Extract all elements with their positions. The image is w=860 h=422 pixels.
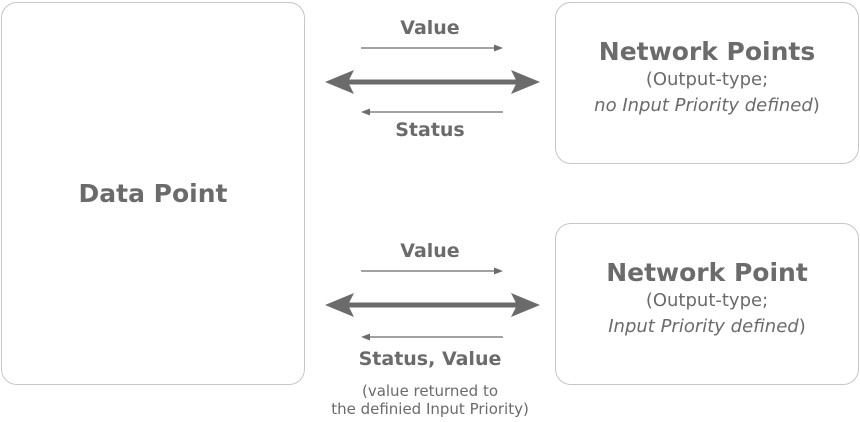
network-points-type: (Output-type; bbox=[645, 69, 769, 90]
upper-value-label: Value bbox=[400, 17, 460, 39]
upper-bidirectional-arrow bbox=[325, 70, 540, 94]
network-points-priority-text: no Input Priority defined bbox=[594, 95, 813, 116]
network-point-priority-text: Input Priority defined bbox=[608, 316, 799, 337]
network-point-priority: Input Priority defined) bbox=[556, 314, 858, 340]
network-points-content: Network Points (Output-type; no Input Pr… bbox=[556, 37, 858, 119]
lower-bidirectional-arrow bbox=[325, 293, 540, 317]
lower-status-arrow bbox=[361, 333, 503, 341]
upper-status-arrow bbox=[361, 108, 503, 116]
network-points-title: Network Points bbox=[598, 37, 816, 66]
network-points-priority-suffix: ) bbox=[812, 95, 820, 116]
lower-value-arrow bbox=[361, 267, 503, 275]
data-point-title: Data Point bbox=[78, 179, 228, 208]
upper-status-label: Status bbox=[395, 119, 465, 141]
lower-note-line1: (value returned to bbox=[361, 382, 499, 400]
network-point-box: Network Point (Output-type; Input Priori… bbox=[555, 223, 859, 385]
network-point-content: Network Point (Output-type; Input Priori… bbox=[556, 258, 858, 340]
network-points-box: Network Points (Output-type; no Input Pr… bbox=[555, 2, 859, 164]
lower-note-line2: the definied Input Priority) bbox=[331, 400, 529, 418]
network-points-priority: no Input Priority defined) bbox=[556, 93, 858, 119]
lower-value-label: Value bbox=[400, 240, 460, 262]
lower-status-value-label: Status, Value bbox=[358, 348, 502, 370]
network-point-type: (Output-type; bbox=[645, 290, 769, 311]
network-point-priority-suffix: ) bbox=[798, 316, 806, 337]
data-point-box: Data Point bbox=[1, 2, 305, 385]
network-point-title: Network Point bbox=[606, 258, 808, 287]
upper-value-arrow bbox=[361, 44, 503, 52]
